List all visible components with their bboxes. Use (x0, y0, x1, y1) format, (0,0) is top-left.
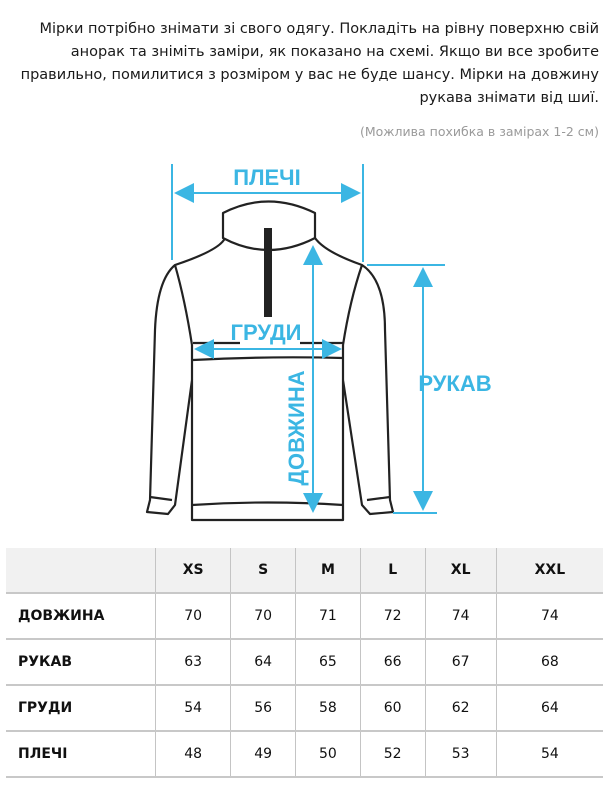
size-value: 70 (155, 593, 232, 640)
size-value: 67 (425, 639, 497, 686)
header-size: XL (425, 548, 497, 594)
jacket-outline (145, 200, 395, 522)
size-value: 58 (295, 685, 361, 732)
sleeve-label: РУКАВ (418, 371, 491, 396)
size-value: 65 (295, 639, 361, 686)
jacket-measurement-diagram: ПЛЕЧІ ГРУДИ ДОВЖИНА РУКАВ (145, 164, 492, 522)
size-value: 53 (425, 731, 497, 778)
size-value: 63 (155, 639, 232, 686)
zipper (264, 228, 272, 317)
size-value: 50 (295, 731, 361, 778)
size-value: 56 (230, 685, 297, 732)
header-size: XS (155, 548, 232, 594)
header-size: M (295, 548, 361, 594)
header-size: L (360, 548, 426, 594)
size-value: 66 (360, 639, 426, 686)
size-value: 74 (496, 593, 603, 640)
size-header-row: XS S M L XL XXL (6, 548, 603, 594)
size-value: 60 (360, 685, 426, 732)
size-value: 70 (230, 593, 297, 640)
row-label: ГРУДИ (6, 685, 156, 732)
intro-text: Мірки потрібно знімати зі свого одягу. П… (20, 21, 599, 106)
size-value: 48 (155, 731, 232, 778)
size-value: 62 (425, 685, 497, 732)
size-value: 74 (425, 593, 497, 640)
row-label: ПЛЕЧІ (6, 731, 156, 778)
size-value: 68 (496, 639, 603, 686)
header-size: S (230, 548, 297, 594)
shoulders-label: ПЛЕЧІ (233, 165, 301, 190)
size-value: 54 (155, 685, 232, 732)
size-value: 64 (230, 639, 297, 686)
measurement-note: (Можлива похибка в замірах 1-2 см) (359, 124, 599, 139)
length-label: ДОВЖИНА (284, 370, 309, 485)
size-value: 52 (360, 731, 426, 778)
size-value: 54 (496, 731, 603, 778)
row-label: ДОВЖИНА (6, 593, 156, 640)
size-value: 72 (360, 593, 426, 640)
size-value: 71 (295, 593, 361, 640)
size-value: 64 (496, 685, 603, 732)
size-value: 49 (230, 731, 297, 778)
header-size: XXL (496, 548, 603, 594)
chest-label: ГРУДИ (231, 320, 302, 345)
row-label: РУКАВ (6, 639, 156, 686)
header-empty (6, 548, 156, 594)
